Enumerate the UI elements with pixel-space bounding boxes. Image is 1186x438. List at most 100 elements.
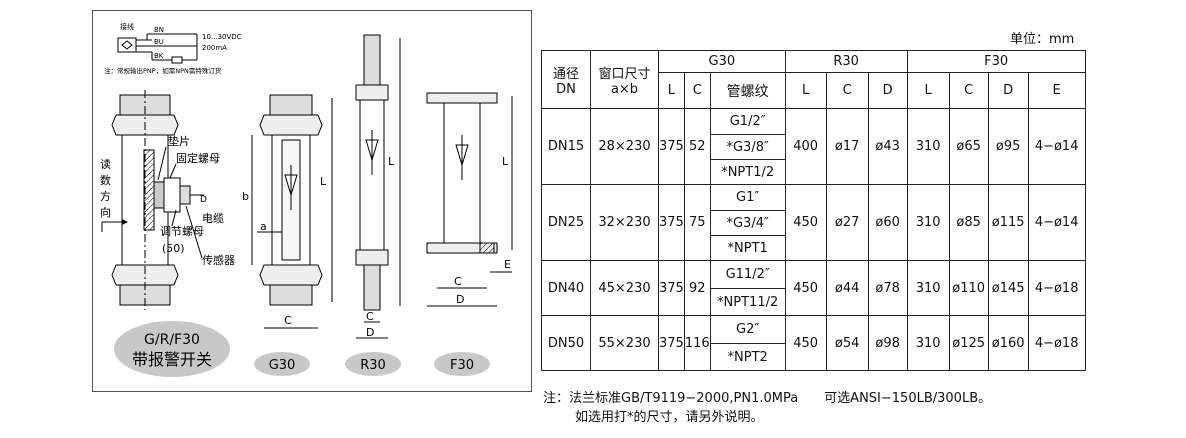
cell-r-l: 450: [784, 184, 827, 261]
header-window-label: 窗口尺寸: [598, 66, 651, 82]
cell-r-l: 450: [784, 260, 827, 316]
cell-f-d: ø160: [987, 315, 1029, 371]
cell-g-l: 375: [658, 184, 685, 261]
header-r-c: C: [825, 72, 869, 109]
r30-drawing: L C D: [355, 34, 401, 339]
header-g-thread: 管螺纹: [709, 72, 786, 109]
cell-dn: DN50: [541, 315, 591, 371]
cell-g-c: 116: [683, 315, 711, 371]
cell-r-d: ø60: [867, 184, 908, 261]
header-group-f30: F30: [906, 50, 1086, 73]
spec-table: 通径 DN 窗口尺寸 a×b G30 R30 F30 L C 管螺纹 L C D…: [541, 50, 1086, 371]
cell-window: 55×230: [590, 315, 659, 371]
distance-50-label: (50): [162, 242, 185, 255]
header-f-l: L: [906, 72, 950, 109]
read-direction-3: 方: [100, 189, 111, 203]
cable-label: 电缆: [202, 212, 224, 225]
table-subrow: *NPT11/2: [542, 288, 1086, 316]
adjust-nut-label: 调节螺母: [160, 225, 204, 238]
cell-thread: *G3/8″: [709, 134, 786, 160]
f30-dim-l: L: [502, 155, 509, 168]
dim-d-small: D: [200, 195, 207, 205]
f30-drawing: L C D E: [426, 92, 513, 307]
cell-window: 32×230: [590, 184, 659, 261]
cell-dn: DN40: [541, 260, 591, 316]
r30-dim-d: D: [366, 326, 374, 339]
table-row: DN25 32×230 375 75 G1″ 450 ø27 ø60 310 ø…: [541, 184, 1086, 261]
header-window-sub: a×b: [610, 81, 639, 97]
cell-r-c: ø44: [825, 260, 869, 316]
cell-thread: G1″: [709, 184, 786, 211]
cell-dn: DN25: [541, 184, 591, 261]
cell-thread: G11/2″: [709, 260, 786, 289]
read-direction-4: 向: [100, 205, 111, 219]
cell-r-c: ø17: [825, 108, 869, 185]
g30-dim-c: C: [284, 314, 292, 327]
header-f-c: C: [948, 72, 989, 109]
notes: 注：法兰标准GB/T9119−2000,PN1.0MPa 可选ANSI−150L…: [543, 389, 991, 427]
header-g-c: C: [683, 72, 711, 109]
meter-cutaway: [111, 90, 204, 310]
cell-window: 45×230: [590, 260, 659, 316]
header-group-r30: R30: [784, 50, 908, 73]
cell-f-d: ø145: [987, 260, 1029, 316]
table-subrow: *NPT2: [542, 343, 1086, 371]
cell-f-c: ø65: [948, 108, 989, 185]
read-direction-2: 数: [100, 174, 111, 187]
cell-g-c: 52: [683, 108, 711, 185]
wiring-label: 接线: [120, 22, 134, 31]
fixing-nut-label: 固定螺母: [176, 151, 220, 165]
cell-g-l: 375: [658, 315, 685, 371]
cell-f-l: 310: [906, 260, 950, 316]
cell-thread: *NPT2: [709, 343, 786, 371]
header-window: 窗口尺寸 a×b: [590, 50, 659, 109]
header-f-e: E: [1027, 72, 1086, 109]
r30-dim-c: C: [366, 310, 374, 323]
cell-dn: DN15: [541, 108, 591, 185]
cell-g-l: 375: [658, 260, 685, 316]
cell-thread: G2″: [709, 315, 786, 344]
badge-line2: 带报警开关: [132, 350, 212, 369]
cell-f-e: 4−ø14: [1027, 108, 1086, 185]
cell-f-e: 4−ø14: [1027, 184, 1086, 261]
cell-thread: *NPT1: [709, 235, 786, 261]
current-label: 200mA: [202, 44, 227, 52]
g30-dim-l: L: [320, 175, 327, 188]
voltage-label: 10...30VDC: [202, 33, 242, 41]
cell-f-c: ø110: [948, 260, 989, 316]
cell-f-c: ø85: [948, 184, 989, 261]
f30-dim-d: D: [456, 293, 464, 306]
header-row-1: 通径 DN 窗口尺寸 a×b G30 R30 F30: [541, 50, 1086, 109]
cell-f-l: 310: [906, 315, 950, 371]
header-dn-label: 通径: [552, 66, 579, 82]
header-row-2: L C 管螺纹 L C D L C D E: [542, 72, 1086, 109]
f30-dim-e: E: [504, 258, 511, 271]
cell-r-d: ø98: [867, 315, 908, 371]
model-label-g30: G30: [269, 358, 296, 373]
cell-f-l: 310: [906, 184, 950, 261]
wire-bn-label: BN: [154, 26, 164, 34]
cell-thread: *NPT1/2: [709, 159, 786, 185]
read-direction-1: 读: [100, 157, 111, 171]
dimension-drawing: 接线 BN BU BK 10...30VDC 200mA 注：常规输出PNP，如…: [92, 10, 532, 392]
gasket-label: 垫片: [168, 134, 190, 148]
cell-f-e: 4−ø18: [1027, 315, 1086, 371]
table-row: DN40 45×230 375 92 G11/2″ 450 ø44 ø78 31…: [541, 260, 1086, 316]
cell-thread: G1/2″: [709, 108, 786, 135]
cell-g-c: 75: [683, 184, 711, 261]
table-subrow: *G3/4″: [542, 210, 1086, 236]
cell-thread: *G3/4″: [709, 210, 786, 236]
cell-f-l: 310: [906, 108, 950, 185]
cell-g-c: 92: [683, 260, 711, 316]
wire-bk-label: BK: [154, 52, 164, 60]
wiring-note: 注：常规输出PNP，如需NPN需特殊订货: [104, 66, 222, 75]
cell-r-c: ø27: [825, 184, 869, 261]
model-label-r30: R30: [360, 358, 386, 373]
cell-f-e: 4−ø18: [1027, 260, 1086, 316]
cell-r-d: ø43: [867, 108, 908, 185]
cell-r-c: ø54: [825, 315, 869, 371]
note-line-2: 如选用打*的尺寸，请另外说明。: [575, 410, 764, 425]
unit-label: 单位：mm: [1010, 32, 1075, 47]
model-badges: G/R/F30 带报警开关 G30 R30 F30: [114, 321, 490, 377]
f30-dim-c: C: [454, 275, 462, 288]
